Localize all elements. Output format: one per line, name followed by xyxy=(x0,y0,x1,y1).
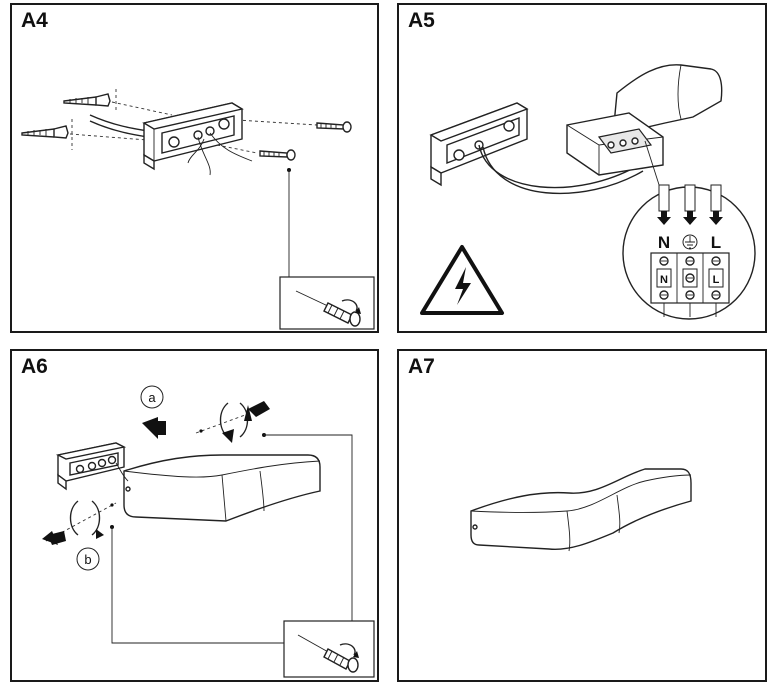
terminal-label-l: L xyxy=(711,233,721,252)
screw-icon xyxy=(259,149,296,161)
wall-lamp-icon xyxy=(566,64,723,176)
panel-a6: A6 a xyxy=(10,349,379,682)
mounting-plate-icon xyxy=(142,102,244,171)
wall-plug-icon xyxy=(21,125,69,139)
arrow-icon xyxy=(142,417,166,439)
mounting-plate-icon xyxy=(429,102,529,187)
a5-illustration: N L N L xyxy=(420,64,756,320)
arrow-icon xyxy=(42,531,66,545)
arrow-icon xyxy=(683,211,697,225)
callout-a: a xyxy=(148,390,156,405)
arrow-icon xyxy=(244,401,270,421)
a7-illustration xyxy=(470,468,692,552)
callout-b: b xyxy=(84,552,91,567)
step-label-a6: A6 xyxy=(21,355,48,378)
mounting-plate-icon xyxy=(55,442,127,491)
panel-a7: A7 xyxy=(397,349,767,682)
a4-illustration xyxy=(21,89,375,330)
high-voltage-warning-icon xyxy=(420,245,504,315)
wall-lamp-icon xyxy=(123,454,321,522)
step-label-a4: A4 xyxy=(21,9,48,32)
ground-symbol-icon xyxy=(682,234,698,250)
screwdriver-icon xyxy=(295,290,361,327)
wall-plug-icon xyxy=(63,93,111,107)
rotate-icon xyxy=(69,500,104,539)
block-label-l: L xyxy=(713,274,720,286)
step-label-a5: A5 xyxy=(408,9,435,32)
screwdriver-icon xyxy=(297,634,359,673)
block-label-n: N xyxy=(660,274,668,286)
arrow-icon xyxy=(657,211,671,225)
panel-a4: A4 xyxy=(10,3,379,333)
panel-a5: A5 xyxy=(397,3,767,333)
arrow-icon xyxy=(709,211,723,225)
a6-illustration: a xyxy=(42,385,375,678)
screw-icon xyxy=(316,121,352,133)
wall-lamp-icon xyxy=(470,468,692,552)
terminal-label-n: N xyxy=(658,233,670,252)
step-label-a7: A7 xyxy=(408,355,435,378)
